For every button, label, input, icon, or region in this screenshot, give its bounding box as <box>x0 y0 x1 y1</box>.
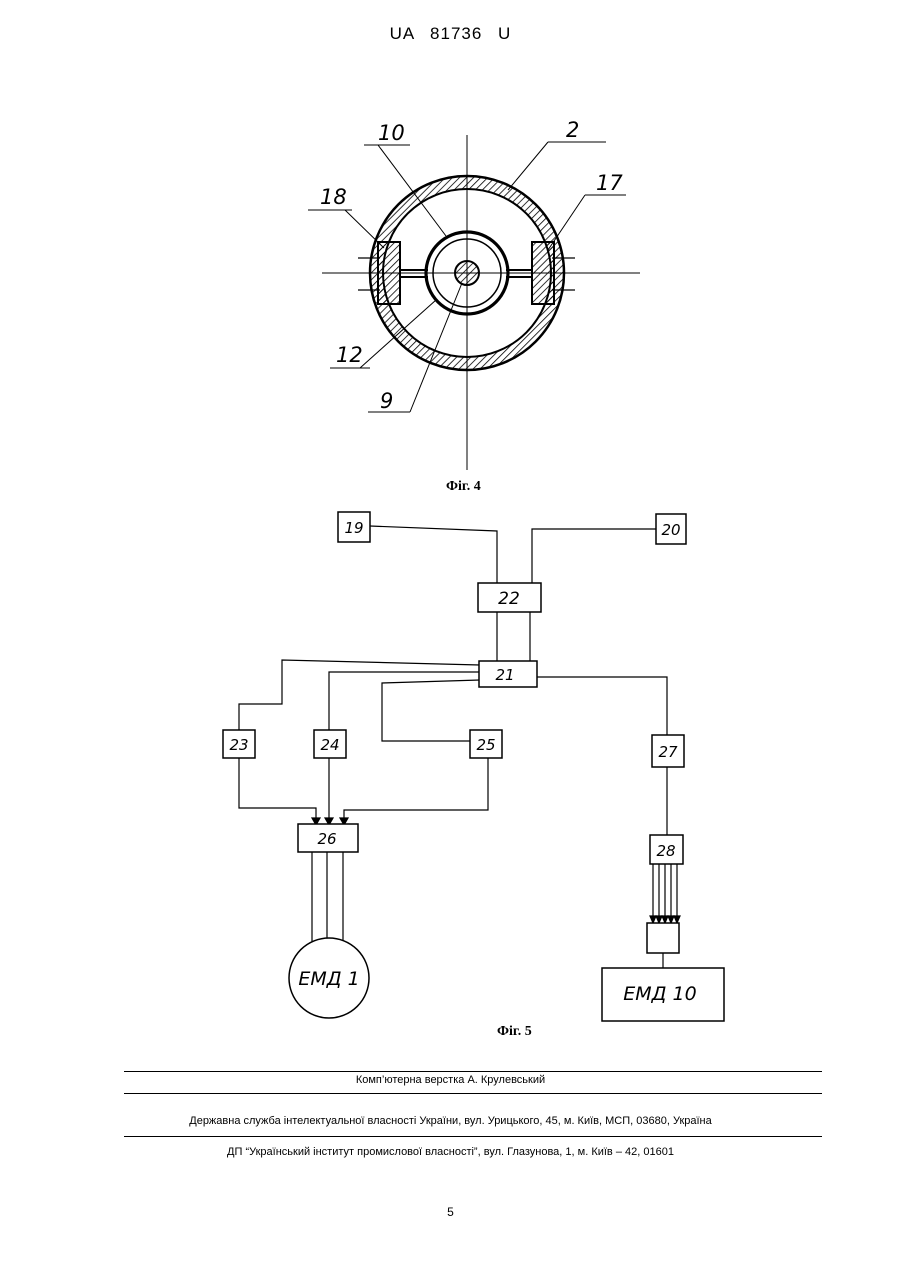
footer-typesetter: Комп’ютерна верстка А. Крулевський <box>0 1074 901 1086</box>
label-10: 10 <box>378 121 405 145</box>
label-9: 9 <box>380 389 393 413</box>
label-23: 23 <box>229 736 248 754</box>
right-block-17 <box>532 242 554 304</box>
label-emd10: ЕМД 10 <box>623 983 696 1005</box>
label-18: 18 <box>320 185 347 209</box>
label-20: 20 <box>661 521 680 539</box>
shaft-9 <box>455 261 479 285</box>
footer-divider <box>124 1136 822 1137</box>
label-19: 19 <box>344 519 363 537</box>
figure-5-blocks <box>223 512 724 1021</box>
label-27: 27 <box>658 743 678 761</box>
label-21: 21 <box>495 666 514 684</box>
label-17: 17 <box>596 171 623 195</box>
label-2: 2 <box>566 118 579 142</box>
figure-5-wiring <box>239 526 680 968</box>
label-24: 24 <box>320 736 339 754</box>
figure-4-caption: Фіг. 4 <box>446 479 481 495</box>
label-28: 28 <box>656 842 675 860</box>
left-block-18 <box>378 242 400 304</box>
label-26: 26 <box>317 830 336 848</box>
footer-agency: Державна служба інтелектуальної власност… <box>0 1115 901 1127</box>
footer-divider <box>124 1093 822 1094</box>
footer-institute: ДП “Український інститут промислової вла… <box>0 1146 901 1158</box>
block-unlabeled <box>647 923 679 953</box>
footer-divider <box>124 1071 822 1072</box>
figure-5-caption: Фіг. 5 <box>497 1024 532 1040</box>
figure-4-drawing <box>308 135 640 470</box>
label-12: 12 <box>336 343 363 367</box>
label-emd1: ЕМД 1 <box>298 968 359 990</box>
label-22: 22 <box>498 589 520 609</box>
label-25: 25 <box>476 736 495 754</box>
page-number: 5 <box>0 1205 901 1219</box>
